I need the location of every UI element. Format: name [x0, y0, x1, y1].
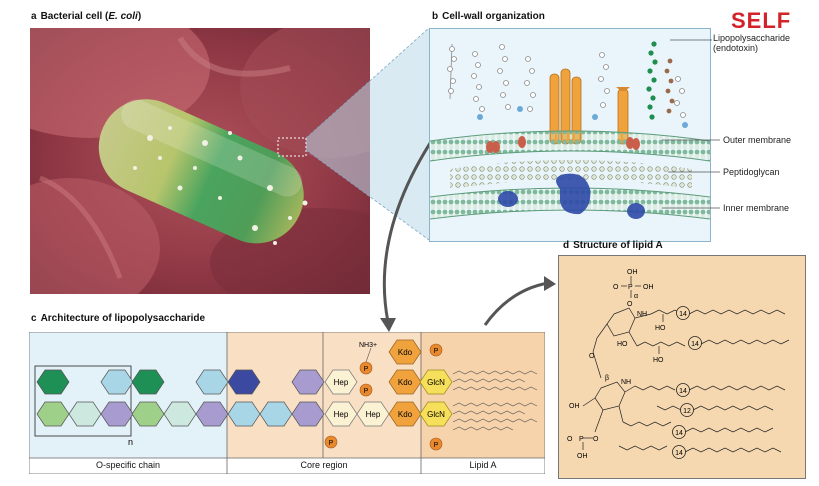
atom-label: O [627, 301, 633, 308]
chain-count: 12 [683, 408, 691, 415]
atom-label: O [589, 353, 595, 360]
callout-lps: Lipopolysaccharide (endotoxin) [713, 33, 791, 53]
cell-wall-illustration [429, 28, 711, 242]
lps-diagram: n Hep Hep Hep Kdo Kdo Kdo GlcN [28, 331, 546, 475]
atom-label: β [605, 375, 609, 382]
hep-label: Hep [334, 410, 349, 419]
atom-label: OH [627, 269, 638, 276]
atom-label: OH [569, 403, 580, 410]
kdo-label: Kdo [398, 378, 413, 387]
kdo-label: Kdo [398, 348, 413, 357]
repeat-label: n [128, 437, 133, 447]
brand-logo: SELF [731, 8, 792, 33]
segment-core: Core region [300, 460, 348, 470]
chain-count: 14 [691, 341, 699, 348]
segment-lipid-a: Lipid A [469, 460, 497, 470]
segment-o-specific: O-specific chain [95, 460, 161, 470]
chain-count: 14 [675, 450, 683, 457]
kdo-label: Kdo [398, 410, 413, 419]
atom-label: HO [655, 325, 666, 332]
chain-count: 14 [675, 430, 683, 437]
hep-label: Hep [366, 410, 381, 419]
atom-label: OH [577, 453, 588, 460]
atom-label: O [567, 436, 573, 443]
atom-label: P [579, 436, 584, 443]
atom-label: HO [653, 357, 664, 364]
bacterium-micrograph [30, 28, 370, 294]
atom-label: OH [643, 284, 654, 291]
atom-label: HO [617, 341, 628, 348]
nh3-label: NH3+ [359, 342, 377, 349]
atom-label: NH [637, 311, 647, 318]
phosphate-label: P [364, 366, 369, 373]
phosphate-label: P [329, 440, 334, 447]
callout-outer-membrane: Outer membrane [723, 135, 792, 145]
chain-count: 14 [679, 388, 687, 395]
phosphate-label: P [434, 442, 439, 449]
phosphate-label: P [434, 348, 439, 355]
atom-label: P [628, 284, 633, 291]
atom-label: O [593, 436, 599, 443]
lipid-a-structure: 14 14 14 12 14 14 OH O P OH α O NH HO HO… [558, 255, 806, 479]
phosphate-label: P [364, 388, 369, 395]
glcn-label: GlcN [427, 410, 445, 419]
glcn-label: GlcN [427, 378, 445, 387]
atom-label: NH [621, 379, 631, 386]
hep-label: Hep [334, 378, 349, 387]
callout-peptidoglycan: Peptidoglycan [723, 167, 780, 177]
chain-count: 14 [679, 311, 687, 318]
atom-label: O [613, 284, 619, 291]
atom-label: α [634, 293, 638, 300]
callout-inner-membrane: Inner membrane [723, 203, 790, 213]
